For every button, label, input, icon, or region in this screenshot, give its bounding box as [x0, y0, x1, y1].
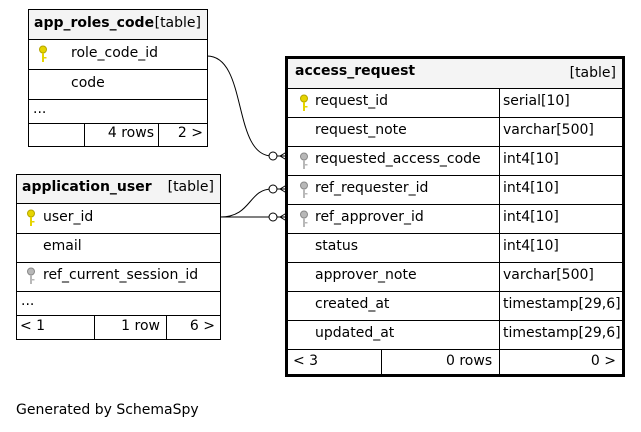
column-row: user_id — [17, 204, 220, 234]
column-row: status int4[10] — [288, 234, 622, 263]
column-type: serial[10] — [503, 93, 570, 109]
table-footer: 4 rows 2 > — [29, 124, 207, 146]
edge-end-marker — [268, 151, 278, 161]
footer-left[interactable]: < 1 — [20, 318, 46, 334]
column-type: int4[10] — [503, 238, 559, 254]
column-type: timestamp[29,6] — [503, 325, 621, 341]
foreign-key-icon — [27, 267, 35, 284]
column-name: created_at — [315, 296, 390, 312]
table-footer: < 3 0 rows 0 > — [288, 350, 622, 374]
foreign-key-icon — [300, 152, 308, 169]
column-name: ref_requester_id — [315, 180, 429, 196]
footer-left[interactable]: < 3 — [293, 353, 319, 369]
column-row: created_at timestamp[29,6] — [288, 292, 622, 321]
primary-key-icon — [300, 94, 308, 111]
edge-requested-access-code — [206, 55, 290, 157]
column-name: status — [315, 238, 359, 254]
footer-row-count: 1 row — [121, 318, 160, 334]
edge-end-marker — [268, 184, 278, 194]
table-type: [table] — [154, 15, 201, 31]
column-name: ref_approver_id — [315, 209, 424, 225]
foreign-key-icon — [300, 181, 308, 198]
table-name: application_user — [22, 179, 152, 195]
column-name: role_code_id — [71, 45, 159, 61]
column-type: timestamp[29,6] — [503, 296, 621, 312]
column-row: request_note varchar[500] — [288, 118, 622, 147]
more-indicator: ... — [33, 101, 47, 117]
footer-right[interactable]: 6 > — [189, 318, 215, 334]
column-row: ref_current_session_id — [17, 263, 220, 292]
column-name: request_id — [315, 93, 388, 109]
more-columns-row: ... — [29, 100, 207, 124]
table-header: application_user [table] — [17, 175, 220, 204]
footer-row-count: 4 rows — [107, 125, 154, 141]
footer-row-count: 0 rows — [446, 353, 493, 369]
column-row: approver_note varchar[500] — [288, 263, 622, 292]
table-name: app_roles_code — [34, 15, 155, 31]
column-row: ref_requester_id int4[10] — [288, 176, 622, 205]
more-columns-row: ... — [17, 292, 220, 316]
column-row: email — [17, 234, 220, 263]
generated-by-caption: Generated by SchemaSpy — [16, 402, 199, 418]
primary-key-icon — [27, 209, 35, 226]
column-type: int4[10] — [503, 151, 559, 167]
column-type: int4[10] — [503, 209, 559, 225]
column-name: ref_current_session_id — [43, 267, 199, 283]
table-header: app_roles_code [table] — [29, 10, 207, 40]
column-type: int4[10] — [503, 180, 559, 196]
more-indicator: ... — [21, 293, 35, 309]
table-app-roles-code[interactable]: app_roles_code [table] role_code_id code… — [28, 9, 208, 147]
column-name: request_note — [315, 122, 407, 138]
table-footer: < 1 1 row 6 > — [17, 316, 220, 339]
column-name: requested_access_code — [315, 151, 481, 167]
foreign-key-icon — [300, 210, 308, 227]
column-row: ref_approver_id int4[10] — [288, 205, 622, 234]
column-name: updated_at — [315, 325, 395, 341]
edge-ref-requester — [219, 188, 290, 218]
footer-right[interactable]: 0 > — [590, 353, 616, 369]
table-type: [table] — [167, 179, 214, 195]
column-name: user_id — [43, 209, 94, 225]
column-row: request_id serial[10] — [288, 89, 622, 118]
footer-right[interactable]: 2 > — [177, 125, 203, 141]
table-access-request[interactable]: access_request [table] request_id serial… — [285, 56, 625, 377]
edge-end-marker — [268, 212, 278, 222]
column-row: code — [29, 70, 207, 100]
column-name: approver_note — [315, 267, 417, 283]
table-header: access_request [table] — [288, 59, 622, 89]
column-row: requested_access_code int4[10] — [288, 147, 622, 176]
table-application-user[interactable]: application_user [table] user_id email r… — [16, 174, 221, 340]
column-name: code — [71, 75, 105, 91]
column-name: email — [43, 238, 82, 254]
table-name: access_request — [295, 63, 416, 79]
column-type: varchar[500] — [503, 267, 594, 283]
column-type: varchar[500] — [503, 122, 594, 138]
primary-key-icon — [39, 45, 47, 62]
column-row: updated_at timestamp[29,6] — [288, 321, 622, 350]
table-type: [table] — [569, 65, 616, 81]
column-row: role_code_id — [29, 40, 207, 70]
